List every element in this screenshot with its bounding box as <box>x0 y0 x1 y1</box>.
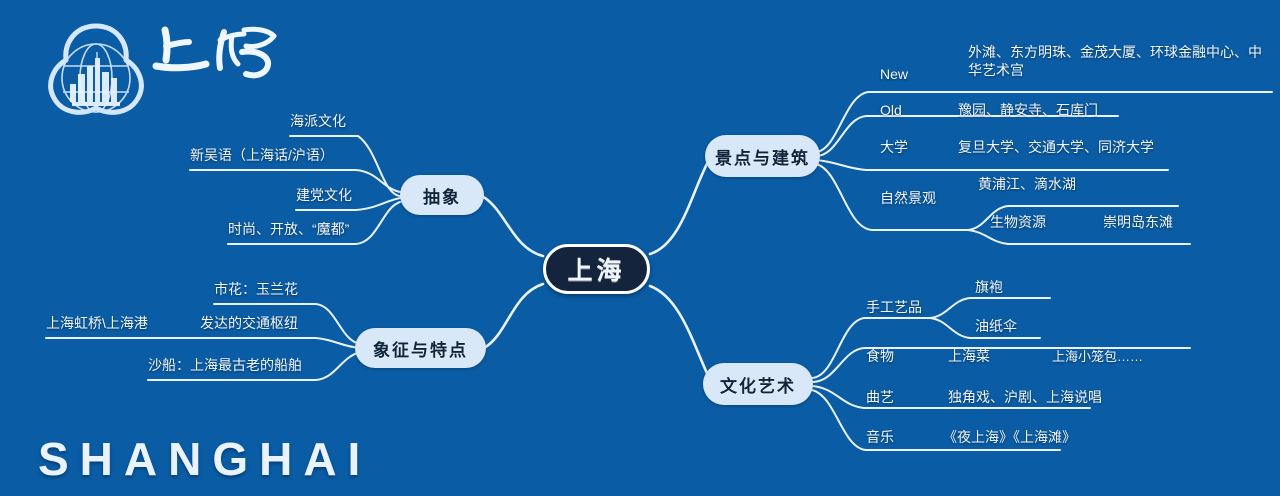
leaf-culture-handicraft[interactable]: 手工艺品 <box>866 299 922 315</box>
leaf-sights-old[interactable]: Old <box>880 102 902 118</box>
brand-wordmark-cn <box>152 14 282 88</box>
leaf-culture-food-child[interactable]: 上海菜 <box>948 348 990 364</box>
branch-node-symbols[interactable]: 象征与特点 <box>355 328 486 368</box>
leaf-sights-nature-child-1[interactable]: 黄浦江、滴水湖 <box>978 176 1076 192</box>
branch-node-sights[interactable]: 景点与建筑 <box>705 135 820 177</box>
mindmap-root-node[interactable]: 上海 <box>543 244 650 294</box>
branch-node-abstract[interactable]: 抽象 <box>400 175 484 215</box>
leaf-abstract-3[interactable]: 建党文化 <box>296 187 352 203</box>
leaf-culture-opera-child[interactable]: 独角戏、沪剧、上海说唱 <box>948 389 1102 405</box>
brand-wordmark-en: SHANGHAI <box>38 433 372 485</box>
leaf-sights-new[interactable]: New <box>880 66 909 82</box>
leaf-sights-university[interactable]: 大学 <box>880 139 908 155</box>
leaf-sights-nature[interactable]: 自然景观 <box>880 190 936 206</box>
leaf-sights-bioresource-child[interactable]: 崇明岛东滩 <box>1103 214 1173 230</box>
leaf-culture-opera[interactable]: 曲艺 <box>866 389 894 405</box>
shanghai-city-emblem-icon <box>36 16 156 130</box>
leaf-sights-nature-child-2[interactable]: 生物资源 <box>990 214 1046 230</box>
leaf-abstract-4[interactable]: 时尚、开放、“魔都” <box>228 221 350 237</box>
leaf-abstract-2[interactable]: 新吴语（上海话/沪语） <box>190 147 334 163</box>
branch-node-culture[interactable]: 文化艺术 <box>703 363 813 405</box>
leaf-culture-food-grandchild[interactable]: 上海小笼包…… <box>1052 349 1144 364</box>
leaf-culture-music-child[interactable]: 《夜上海》《上海滩》 <box>943 429 1076 445</box>
leaf-symbols-3[interactable]: 沙船：上海最古老的船舶 <box>148 357 302 373</box>
leaf-culture-food[interactable]: 食物 <box>866 348 894 364</box>
leaf-sights-new-child[interactable]: 外滩、东方明珠、金茂大厦、环球金融中心、中华艺术宫 <box>968 44 1262 78</box>
leaf-culture-music[interactable]: 音乐 <box>866 429 894 445</box>
leaf-abstract-1[interactable]: 海派文化 <box>290 113 346 129</box>
leaf-sights-university-child[interactable]: 复旦大学、交通大学、同济大学 <box>958 139 1154 155</box>
leaf-sights-old-child[interactable]: 豫园、静安寺、石库门 <box>958 102 1098 118</box>
leaf-symbols-2-child[interactable]: 上海虹桥\上海港 <box>46 315 148 331</box>
leaf-symbols-2[interactable]: 发达的交通枢纽 <box>200 315 298 331</box>
leaf-culture-handicraft-child-1[interactable]: 旗袍 <box>975 279 1003 295</box>
leaf-culture-handicraft-child-2[interactable]: 油纸伞 <box>975 318 1017 334</box>
leaf-symbols-1[interactable]: 市花：玉兰花 <box>214 281 298 297</box>
